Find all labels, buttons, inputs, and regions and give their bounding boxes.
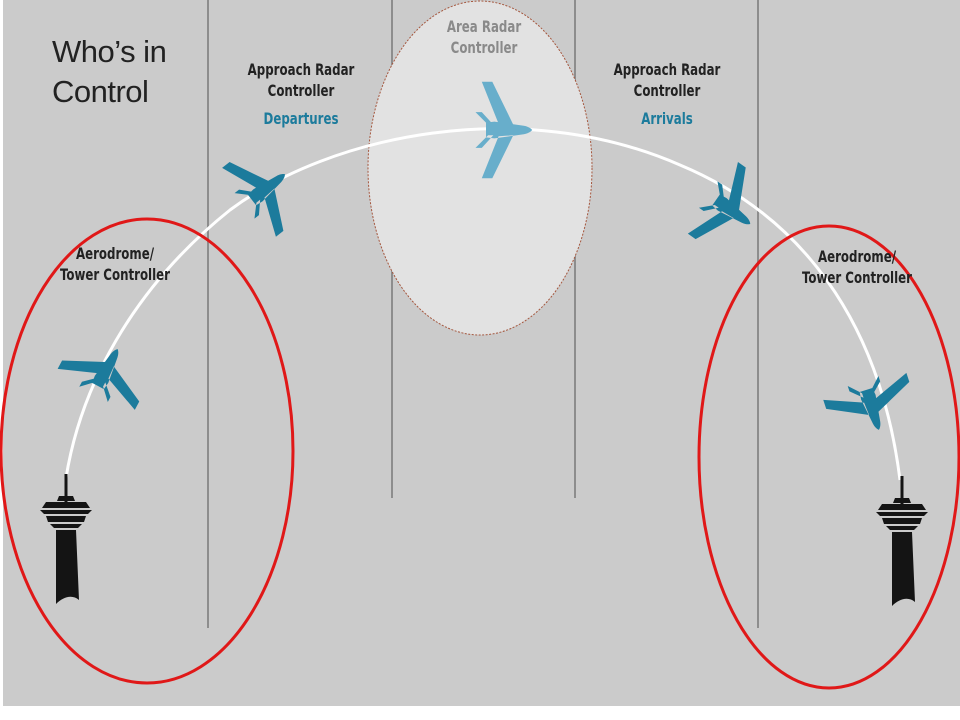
flight-path: [64, 127, 902, 481]
zone-label-line: Aerodrome/: [75, 244, 155, 263]
zone-sublabel-arrivals: Arrivals: [641, 109, 693, 128]
zone-label-line: Controller: [267, 81, 335, 100]
zone-label-area-radar: Area Radar Controller: [418, 16, 549, 58]
control-tower-icon: [876, 476, 928, 606]
airplane-icon: [54, 328, 157, 415]
zone-label-approach-departures: Approach Radar Controller: [235, 59, 366, 101]
zone-label-line: Aerodrome/: [817, 247, 897, 266]
zone-label-line: Controller: [633, 81, 701, 100]
title-line: Control: [52, 74, 149, 109]
emphasis-ellipse-left: [0, 217, 295, 685]
airplane-icon: [217, 139, 312, 241]
zone-label-tower-left: Aerodrome/ Tower Controller: [54, 243, 177, 285]
zone-label-line: Approach Radar: [247, 60, 355, 79]
control-tower-icon: [40, 474, 92, 604]
zone-label-line: Area Radar: [446, 17, 522, 36]
zone-label-tower-right: Aerodrome/ Tower Controller: [796, 246, 919, 288]
zone-label-line: Approach Radar: [613, 60, 721, 79]
page-title: Who’s in Control: [52, 32, 167, 112]
zone-sublabel-departures: Departures: [263, 109, 339, 128]
area-radar-highlight: [367, 0, 593, 336]
title-line: Who’s in: [52, 34, 167, 69]
zone-label-line: Tower Controller: [802, 268, 912, 287]
zone-label-approach-arrivals: Approach Radar Controller: [601, 59, 732, 101]
emphasis-ellipse-right: [697, 224, 960, 690]
zone-label-line: Tower Controller: [60, 265, 170, 284]
airplane-icon: [821, 367, 921, 444]
zone-label-line: Controller: [450, 38, 518, 57]
